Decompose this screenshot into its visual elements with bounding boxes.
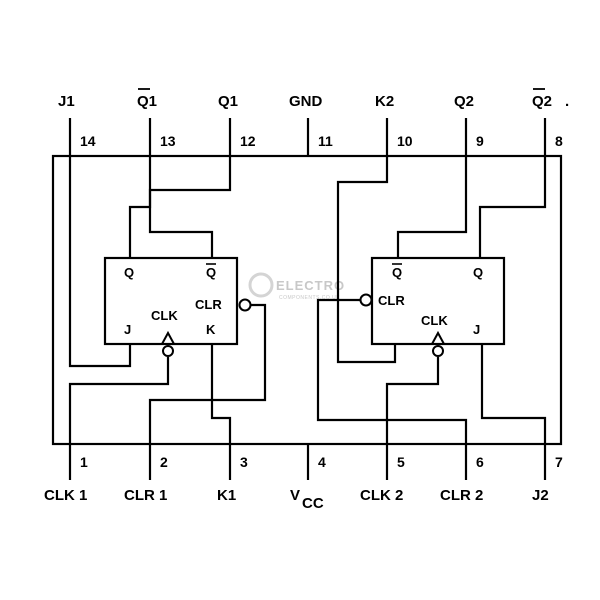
pin-14-name: J1 xyxy=(58,93,75,110)
pin-10-name: K2 xyxy=(375,93,394,110)
pin-10-number: 10 xyxy=(397,133,413,149)
top-pin-names: J1 Q1 Q1 GND K2 Q2 Q2 . xyxy=(58,88,569,110)
pin-7-name: J2 xyxy=(532,487,549,504)
pin-8-number: 8 xyxy=(555,133,563,149)
watermark-logo-icon xyxy=(248,272,274,298)
pin-1-number: 1 xyxy=(80,454,88,470)
ff2-j-label: J xyxy=(473,322,480,337)
pin-6-name: CLR 2 xyxy=(440,487,483,504)
ff1-k-label: K xyxy=(206,322,216,337)
watermark-subtext: COMPONENTS.CO.UK xyxy=(279,295,340,301)
pin-5-number: 5 xyxy=(397,454,405,470)
flipflop-2-clr-bubble xyxy=(359,293,373,307)
pin-9-name: Q2 xyxy=(454,93,474,110)
ff1-q-label: Q xyxy=(124,265,134,280)
ff2-q-label: Q xyxy=(473,265,483,280)
bottom-pin-numbers: 1 2 3 4 5 6 7 xyxy=(80,454,563,470)
pin-12-name: Q1 xyxy=(218,93,238,110)
pin-12-number: 12 xyxy=(240,133,256,149)
top-pin-numbers: 14 13 12 11 10 9 8 xyxy=(80,133,563,149)
pin-2-name: CLR 1 xyxy=(124,487,167,504)
pin-4-name-subscript: CC xyxy=(302,495,324,512)
pin-4-number: 4 xyxy=(318,454,326,470)
pin-13-number: 13 xyxy=(160,133,176,149)
ff2-clk-label: CLK xyxy=(421,313,448,328)
pin-14-number: 14 xyxy=(80,133,96,149)
ff1-clk-label: CLK xyxy=(151,308,178,323)
pin-5-name: CLK 2 xyxy=(360,487,403,504)
flipflop-1-clock xyxy=(160,330,176,357)
ff1-qbar-label: Q xyxy=(206,265,216,280)
ff2-clr-label: CLR xyxy=(378,293,405,308)
ff2-qbar-label: Q xyxy=(392,265,402,280)
pin-9-number: 9 xyxy=(476,133,484,149)
pin-4-name: V xyxy=(290,487,300,504)
pin-13-name: Q1 xyxy=(137,93,157,110)
flipflop-2-clock xyxy=(430,330,446,357)
watermark: ELECTRO COMPONENTS.CO.UK xyxy=(248,272,345,301)
ff1-clr-label: CLR xyxy=(195,297,222,312)
stray-mark: . xyxy=(565,93,569,110)
pin-3-name: K1 xyxy=(217,487,236,504)
flipflop-1-clr-bubble xyxy=(238,298,252,312)
pin-8-name: Q2 xyxy=(532,93,552,110)
pin-3-number: 3 xyxy=(240,454,248,470)
watermark-text: ELECTRO xyxy=(276,278,345,293)
pin-1-name: CLK 1 xyxy=(44,487,87,504)
pin-11-number: 11 xyxy=(318,133,333,149)
pin-11-name: GND xyxy=(289,93,323,110)
pin-2-number: 2 xyxy=(160,454,168,470)
pin-6-number: 6 xyxy=(476,454,484,470)
ff1-j-label: J xyxy=(124,322,131,337)
wires xyxy=(68,118,547,480)
pin-7-number: 7 xyxy=(555,454,563,470)
bottom-pin-names: CLK 1 CLR 1 K1 V CC CLK 2 CLR 2 J2 xyxy=(44,487,549,512)
